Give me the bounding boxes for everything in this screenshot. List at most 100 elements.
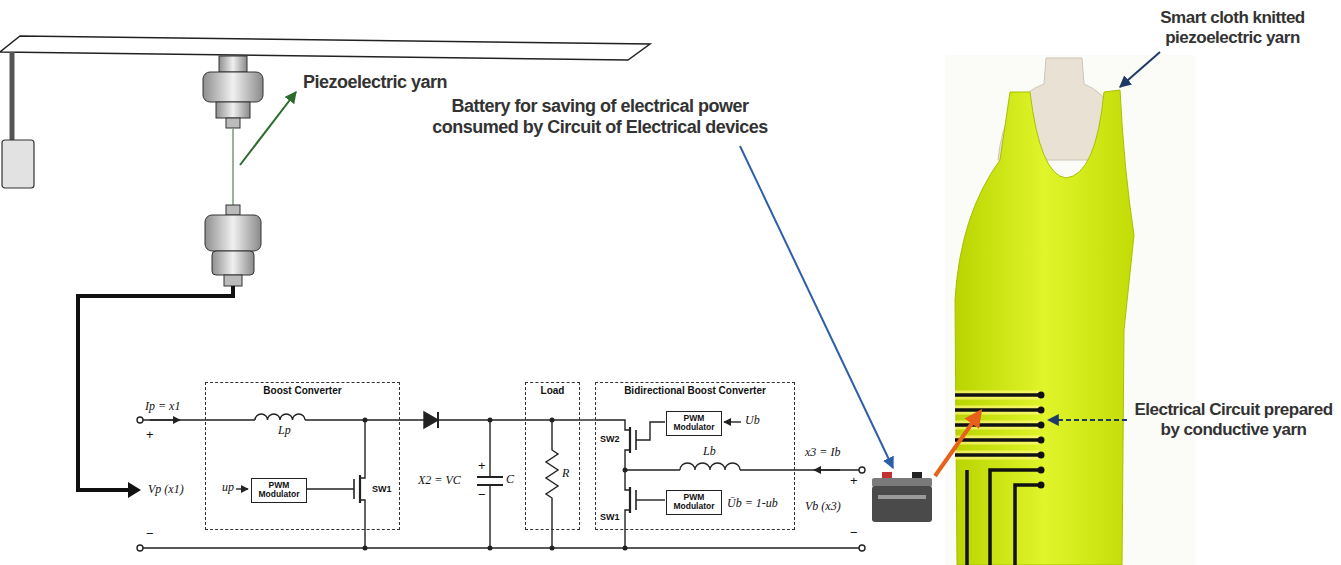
ground-rail: [143, 547, 859, 548]
junction: [363, 546, 368, 551]
junction: [488, 546, 493, 551]
glow: [955, 395, 1040, 455]
polarity-sign: −: [478, 488, 486, 503]
battery-terminal: [912, 472, 922, 478]
inductor-label: Lb: [703, 445, 716, 459]
switch-label: SW2: [600, 434, 620, 444]
resistor-label: R: [562, 467, 569, 481]
modulator-box: PWM Modulator: [666, 490, 722, 515]
contact: [1038, 392, 1045, 399]
inductor-symbol: [255, 414, 305, 420]
wire: [740, 469, 859, 470]
callout-label: Smart cloth knitted piezoelectric yarn: [1130, 8, 1335, 47]
wire: [360, 420, 365, 478]
battery-terminal: [882, 472, 892, 478]
lower-clamp-base: [224, 275, 242, 286]
junction: [363, 418, 368, 423]
junction: [623, 546, 628, 551]
switch-symbol: [629, 427, 631, 453]
circuit-wires: [137, 412, 865, 551]
leader-arrow: [1120, 52, 1160, 87]
box-heading: Load: [526, 385, 579, 397]
conductive-line: [955, 395, 1040, 455]
contact: [1038, 452, 1045, 459]
current-label: Ip = x1: [145, 400, 180, 414]
junction: [550, 418, 555, 423]
voltage-label: Vp (x1): [148, 483, 184, 497]
current-arrow: [814, 469, 840, 470]
lower-clamp-body: [205, 215, 261, 251]
wire: [143, 419, 255, 420]
capacitor-label: C: [506, 473, 514, 487]
machine-sensor: [2, 140, 34, 188]
piezoelectric-yarn: [232, 128, 234, 205]
control-arrow: [724, 421, 741, 422]
junction: [550, 546, 555, 551]
machine-stand: [10, 52, 15, 140]
current-arrow: [150, 419, 180, 420]
upper-clamp-body: [203, 72, 263, 102]
wire: [625, 469, 680, 470]
upper-clamp-hub: [219, 56, 247, 72]
terminal: [859, 467, 865, 473]
switch-label: SW1: [372, 484, 392, 494]
switch-label: SW1: [600, 512, 620, 522]
junction-dots: [363, 418, 628, 551]
gate-wire: [307, 488, 354, 489]
circuit-wire: [580, 419, 595, 420]
conductive-line: [967, 470, 1040, 565]
polarity-sign: +: [146, 428, 154, 443]
leader-arrow: [1048, 419, 1127, 421]
current-label: x3 = Ib: [805, 446, 840, 460]
battery-stripe: [878, 495, 926, 499]
voltage-label: X2 = VC: [418, 474, 461, 488]
switch-symbol: [359, 475, 361, 503]
terminal: [137, 417, 143, 423]
polarity-sign: +: [478, 459, 486, 474]
gate-wire: [636, 499, 665, 500]
wire: [489, 420, 490, 477]
circuit-wire: [400, 419, 525, 420]
photo-ground: [945, 55, 1195, 565]
load-box: Load: [525, 382, 580, 530]
resistor-symbol: [546, 420, 558, 548]
inductor-label: Lp: [278, 424, 291, 438]
callout-label: Piezoelectric yarn: [303, 72, 447, 93]
box-heading: Bidirectional Boost Converter: [596, 385, 794, 397]
conductive-yarn-circuit: [955, 395, 1040, 565]
upper-clamp-jaw: [216, 102, 250, 118]
circuit-glow: [955, 395, 1040, 455]
contact: [1038, 407, 1045, 414]
lower-clamp-jaw: [212, 251, 254, 275]
control-signal: Ub: [745, 414, 760, 428]
wire: [360, 500, 365, 548]
box-label: PWM Modulator: [670, 493, 718, 512]
box-label: PWM Modulator: [670, 414, 718, 433]
inductor-symbol: [680, 463, 740, 470]
contact: [1038, 467, 1045, 474]
battery-icon: [872, 486, 932, 522]
callout-label: Battery for saving of electrical power c…: [415, 96, 785, 137]
wire: [625, 510, 630, 548]
voltage-label: Vb (x3): [805, 500, 841, 514]
capacitor-symbol: [477, 477, 503, 485]
terminal: [137, 545, 143, 551]
polarity-sign: −: [146, 527, 154, 542]
wire: [305, 419, 400, 420]
gate-wire: [636, 422, 665, 440]
wire: [595, 420, 630, 430]
converter-box: Boost ConverterPWM Modulator: [205, 382, 400, 530]
terminal: [859, 545, 865, 551]
contact: [1038, 422, 1045, 429]
cable-arrowhead: [128, 482, 141, 498]
polarity-sign: +: [850, 474, 858, 489]
wire: [489, 485, 490, 548]
leader-arrow: [240, 92, 296, 165]
contact: [1038, 482, 1045, 489]
polarity-sign: −: [850, 526, 858, 541]
signal-cable: [78, 286, 233, 490]
control-arrow: [236, 488, 248, 489]
box-label: PWM Modulator: [255, 481, 303, 500]
control-signal: Ūb = 1-ub: [727, 497, 778, 511]
